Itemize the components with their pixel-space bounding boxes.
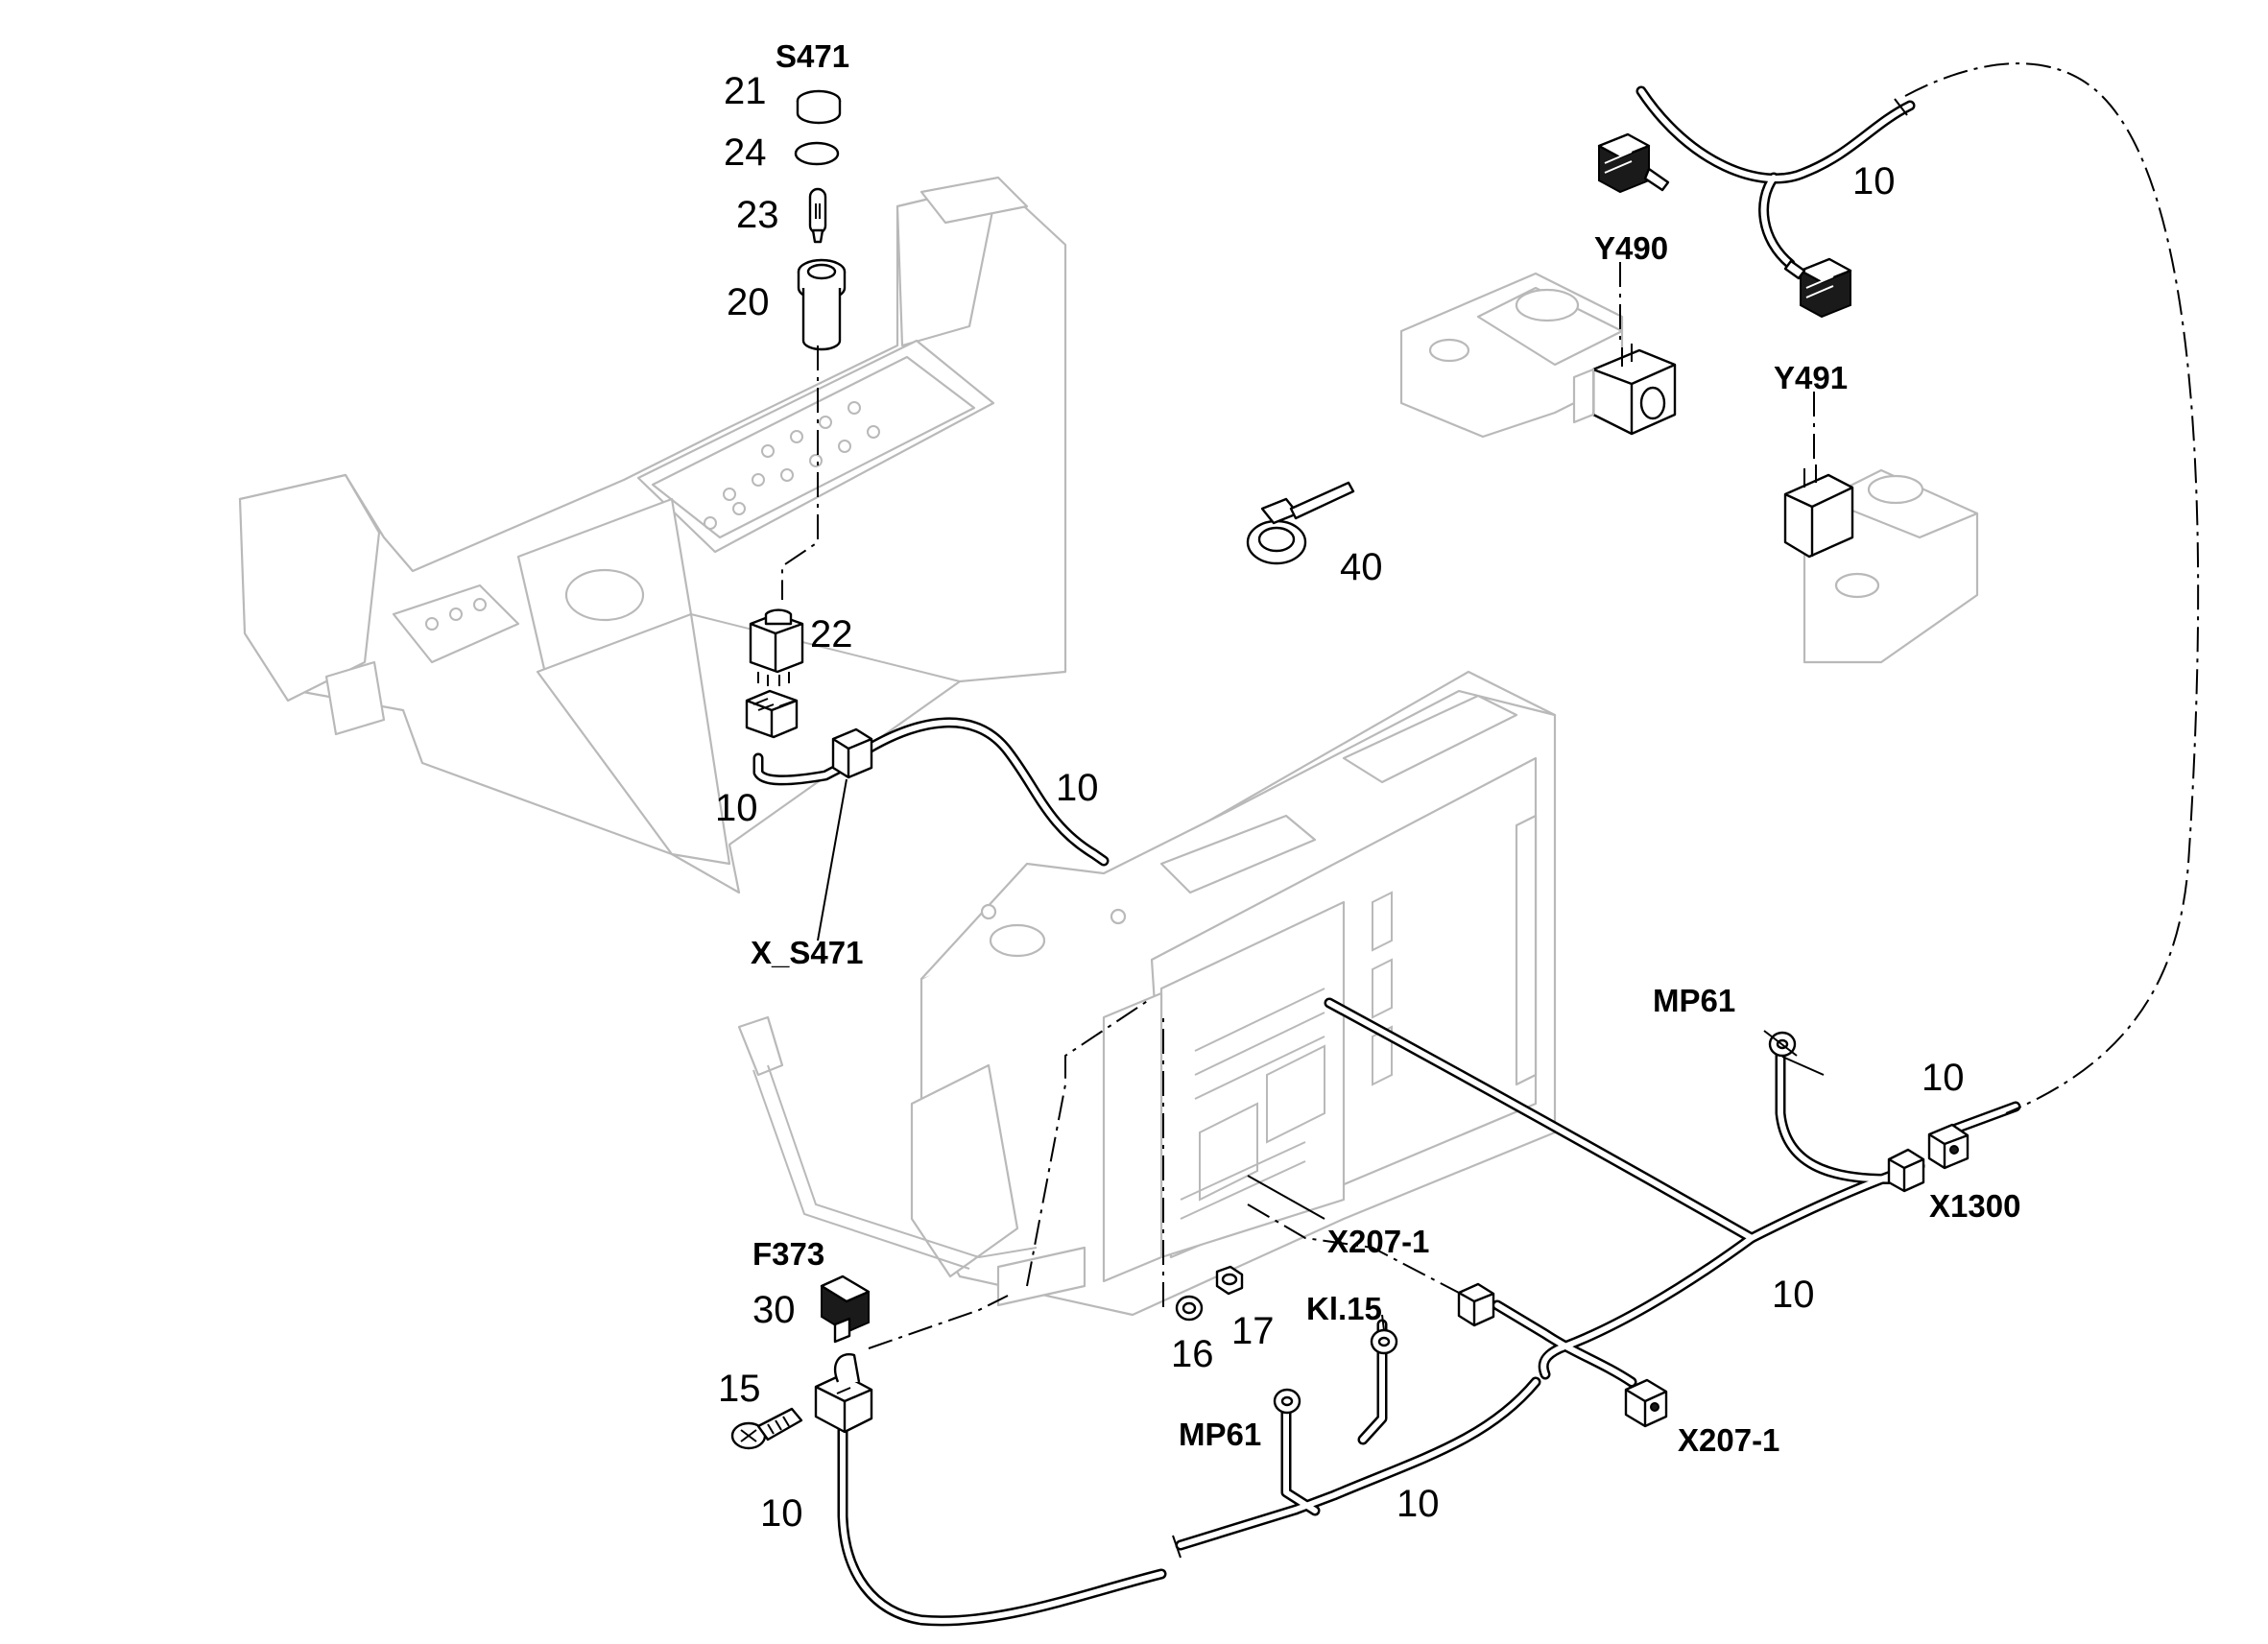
connector-x1300 [1927, 1123, 1970, 1170]
plug-y491 [1783, 257, 1852, 319]
valve-block-left-ghost [1399, 272, 1624, 439]
harness-10-fuse: 10 [760, 1492, 803, 1535]
item-15: 15 [718, 1368, 761, 1410]
switch-22 [749, 608, 804, 686]
switch-connector [745, 689, 799, 739]
harness-10-main: 10 [1772, 1274, 1815, 1316]
callout-labels: S471 21 24 23 20 22 10 10 X_S471 40 10 Y… [715, 38, 2020, 1535]
socket-20 [797, 258, 847, 351]
item-16: 16 [1171, 1333, 1214, 1375]
label-mp61-top: MP61 [1653, 983, 1735, 1018]
connector-x-s471 [831, 727, 873, 779]
console-housing-ghost [238, 176, 1067, 894]
solenoid-coil-y491 [1783, 465, 1854, 559]
leader-x-s471 [817, 778, 848, 941]
label-kl15: Kl.15 [1306, 1291, 1382, 1326]
label-f373: F373 [752, 1236, 824, 1272]
harness-10-x1300: 10 [1922, 1057, 1965, 1099]
label-x-s471: X_S471 [751, 935, 863, 970]
o-ring-24 [794, 141, 840, 166]
item-17: 17 [1231, 1310, 1275, 1352]
leader-mp61-top [1763, 1030, 1825, 1076]
cable-tie-40 [1246, 481, 1355, 565]
label-s471: S471 [776, 38, 849, 74]
solenoid-coil-y490 [1572, 344, 1677, 436]
harness-10-switch: 10 [715, 787, 758, 829]
label-y490: Y490 [1594, 230, 1668, 266]
screw-15 [730, 1407, 803, 1450]
item-23: 23 [736, 194, 779, 236]
washer-16 [1175, 1295, 1204, 1322]
assembly-line-switch [781, 345, 819, 600]
fuse-holder [814, 1353, 873, 1434]
item-40: 40 [1340, 546, 1383, 588]
nut-17 [1215, 1265, 1244, 1296]
connector-x207-1-inline [1457, 1282, 1495, 1327]
harness-continuation-line [1904, 62, 2200, 1114]
control-unit-housing-ghost [737, 670, 1557, 1317]
fuse-f373 [820, 1275, 871, 1344]
plug-y490 [1597, 132, 1670, 194]
ring-terminal-kl15 [1370, 1328, 1398, 1355]
leader-x207-1-upper [1247, 1175, 1325, 1220]
leader-kl15 [1381, 1314, 1385, 1331]
item-20: 20 [727, 281, 770, 323]
harness-10-bottom: 10 [1397, 1483, 1440, 1525]
assembly-line-x207-1 [1247, 1203, 1460, 1294]
item-24: 24 [724, 131, 767, 174]
harness-10-console: 10 [1056, 767, 1099, 809]
label-x1300: X1300 [1929, 1188, 2020, 1224]
item-22: 22 [810, 613, 853, 655]
cap-21 [796, 89, 842, 125]
label-x207-1-upper: X207-1 [1327, 1224, 1429, 1259]
label-mp61-bottom: MP61 [1179, 1417, 1261, 1452]
bulb-23 [808, 187, 827, 244]
item-30: 30 [752, 1289, 796, 1331]
item-21: 21 [724, 70, 767, 112]
assembly-line-fuse [868, 1295, 1009, 1349]
connector-x1300-mate [1887, 1148, 1925, 1193]
connector-x207-1 [1624, 1378, 1668, 1428]
wiring-harness-10 [752, 85, 2021, 1627]
label-y491: Y491 [1774, 360, 1848, 395]
harness-10-valves: 10 [1852, 160, 1896, 203]
ring-terminal-mp61-bottom [1273, 1388, 1301, 1415]
label-x207-1-lower: X207-1 [1678, 1422, 1779, 1458]
assembly-line-fuse-upper [1026, 997, 1153, 1287]
